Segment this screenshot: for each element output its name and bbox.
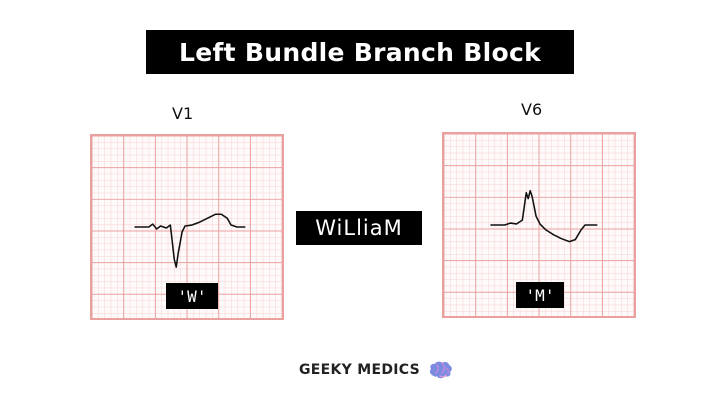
lead-label-v6: V6 <box>521 100 543 119</box>
lead-label-v1: V1 <box>172 104 194 123</box>
ecg-trace-v1 <box>134 213 246 268</box>
geeky-medics-logo: GEEKY MEDICS <box>299 360 454 380</box>
logo-text: GEEKY MEDICS <box>299 362 421 378</box>
morphology-label-m: 'M' <box>516 282 564 308</box>
ecg-grid-v1 <box>92 136 282 318</box>
major-grid <box>92 136 282 318</box>
brain-icon <box>430 361 452 379</box>
mnemonic-label: WiLliaM <box>296 211 422 245</box>
ecg-trace-v6 <box>490 189 598 243</box>
diagram-title: Left Bundle Branch Block <box>146 30 574 74</box>
morphology-label-w: 'W' <box>166 283 218 309</box>
